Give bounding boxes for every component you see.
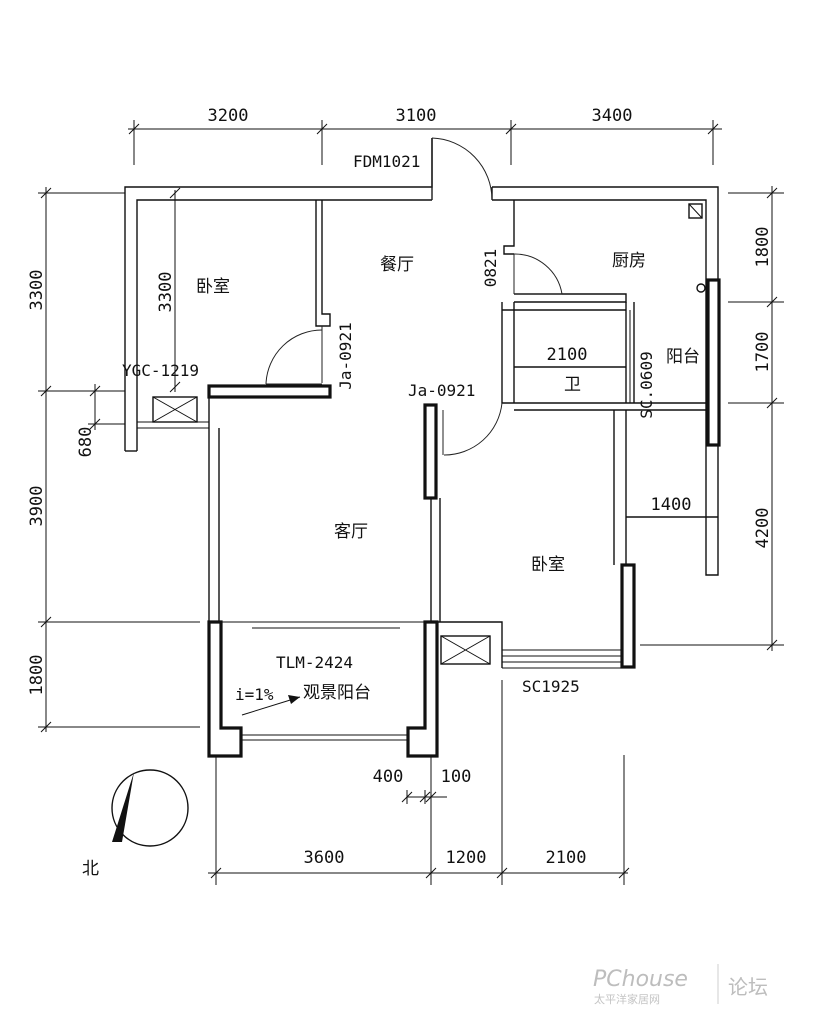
dimension-bottom: 3600 1200 2100 <box>208 680 630 885</box>
dim-left-inner-1: 3300 <box>156 272 176 313</box>
dimension-right: 1800 1700 4200 <box>640 186 784 651</box>
label-window-ygc: YGC-1219 <box>122 361 199 380</box>
dim-left-3: 1800 <box>27 655 47 696</box>
compass-north-label: 北 <box>82 859 99 879</box>
dim-left-1: 3300 <box>27 270 47 311</box>
dim-inner-2: 1400 <box>651 495 692 515</box>
room-kitchen: 厨房 <box>612 251 646 271</box>
dim-inner-1: 2100 <box>547 345 588 365</box>
north-arrow-icon <box>112 772 134 842</box>
annotations: FDM1021 0821 Ja-0921 Ja-0921 YGC-1219 SC… <box>122 152 692 716</box>
dim-right-1: 1800 <box>753 227 773 268</box>
dim-top-2: 3100 <box>396 106 437 126</box>
room-bathroom: 卫 <box>564 375 581 395</box>
dimension-bottom-small: 400 100 <box>373 767 472 804</box>
label-slope: i=1% <box>235 685 274 704</box>
room-bedroom-right: 卧室 <box>531 555 565 575</box>
dim-bottom-small-1: 400 <box>373 767 404 787</box>
room-bedroom-left: 卧室 <box>196 277 230 297</box>
watermark-sub: 太平洋家居网 <box>594 992 660 1006</box>
label-front-door: FDM1021 <box>353 152 420 171</box>
dim-top-1: 3200 <box>208 106 249 126</box>
dim-top-3: 3400 <box>592 106 633 126</box>
label-door-ja-left: Ja-0921 <box>336 322 355 389</box>
dim-bottom-3: 2100 <box>546 848 587 868</box>
label-window-sc1925: SC1925 <box>522 677 580 696</box>
dim-left-2: 3900 <box>27 486 47 527</box>
walls <box>124 138 721 758</box>
room-dining: 餐厅 <box>380 255 414 275</box>
compass: 北 <box>82 769 189 879</box>
watermark-forum: 论坛 <box>728 975 768 999</box>
dim-right-2: 1700 <box>753 332 773 373</box>
dim-left-inner-2: 680 <box>76 427 96 458</box>
dim-bottom-2: 1200 <box>446 848 487 868</box>
watermark: PChouse 太平洋家居网 论坛 <box>593 964 768 1006</box>
dim-right-3: 4200 <box>753 508 773 549</box>
room-view-balcony: 观景阳台 <box>303 683 371 703</box>
doors <box>265 137 563 456</box>
dimension-left: 3300 3900 1800 <box>27 187 200 733</box>
watermark-brand: PChouse <box>593 967 688 992</box>
dim-bottom-small-2: 100 <box>441 767 472 787</box>
room-labels: 卧室 餐厅 厨房 阳台 卫 客厅 卧室 观景阳台 <box>196 251 700 703</box>
dim-bottom-1: 3600 <box>304 848 345 868</box>
label-window-sc0609: SC.0609 <box>637 351 656 418</box>
label-door-tlm: TLM-2424 <box>276 653 353 672</box>
label-door-0821: 0821 <box>481 249 500 288</box>
dimension-left-inner: 3300 680 <box>76 187 181 458</box>
label-door-ja-mid: Ja-0921 <box>408 381 475 400</box>
dimension-top: 3200 3100 3400 <box>128 106 722 165</box>
room-balcony: 阳台 <box>666 347 700 367</box>
room-living: 客厅 <box>334 522 368 542</box>
